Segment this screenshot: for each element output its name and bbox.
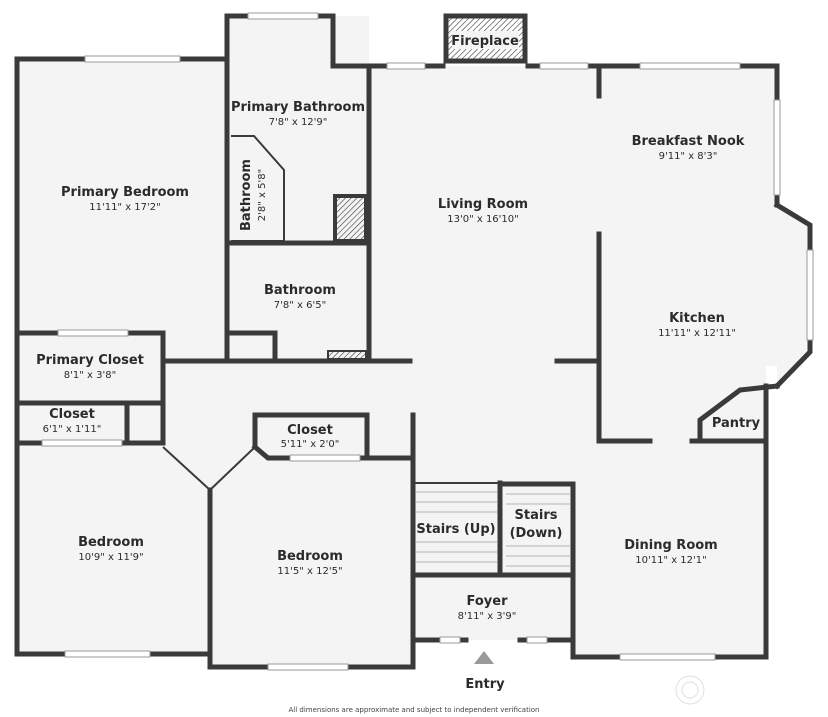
living-room-name: Living Room	[438, 197, 528, 212]
footer-disclaimer: All dimensions are approximate and subje…	[289, 706, 540, 714]
stairs-down-line2: (Down)	[510, 526, 563, 541]
bedroom-mid-dims: 11'5" x 12'5"	[277, 566, 342, 577]
primary-bathroom-name: Primary Bathroom	[231, 100, 365, 115]
dining-room-name: Dining Room	[624, 538, 717, 553]
pantry-name: Pantry	[712, 416, 761, 431]
windows	[41, 12, 814, 671]
small-bathroom-name: Bathroom	[239, 159, 254, 231]
closet-left-name: Closet	[49, 407, 95, 422]
bedroom-left-name: Bedroom	[78, 535, 144, 550]
bathroom-dims: 7'8" x 6'5"	[274, 300, 326, 311]
closet-mid-name: Closet	[287, 423, 333, 438]
primary-closet-name: Primary Closet	[36, 353, 144, 368]
foyer-name: Foyer	[467, 594, 509, 609]
stair-treads	[416, 491, 570, 567]
stairs-down-line1: Stairs	[515, 508, 558, 523]
floor-areas	[17, 16, 810, 667]
living-room-dims: 13'0" x 16'10"	[447, 214, 519, 225]
room-labels: Fireplace Primary Bathroom 7'8" x 12'9" …	[36, 34, 761, 714]
breakfast-nook-dims: 9'11" x 8'3"	[659, 151, 718, 162]
fireplace-label-bg	[452, 31, 519, 49]
primary-closet-dims: 8'1" x 3'8"	[64, 370, 116, 381]
closet-left-dims: 6'1" x 1'11"	[43, 424, 102, 435]
primary-bedroom-name: Primary Bedroom	[61, 185, 189, 200]
triangle-up-icon	[474, 651, 494, 664]
dining-room-dims: 10'11" x 12'1"	[635, 555, 707, 566]
foyer-dims: 8'11" x 3'9"	[458, 611, 517, 622]
entry-label: Entry	[465, 677, 505, 692]
fireplace-label: Fireplace	[451, 34, 519, 49]
bedroom-mid-name: Bedroom	[277, 549, 343, 564]
bedroom-left-dims: 10'9" x 11'9"	[78, 552, 143, 563]
closet-mid-dims: 5'11" x 2'0"	[281, 439, 340, 450]
kitchen-name: Kitchen	[669, 311, 725, 326]
breakfast-nook-name: Breakfast Nook	[632, 134, 745, 149]
watermark-logo-icon	[675, 675, 705, 705]
kitchen-dims: 11'11" x 12'11"	[658, 328, 736, 339]
primary-bedroom-dims: 11'11" x 17'2"	[89, 202, 161, 213]
primary-bathroom-dims: 7'8" x 12'9"	[269, 117, 328, 128]
stairs-up-name: Stairs (Up)	[416, 522, 495, 537]
small-bathroom-dims: 2'8" x 5'8"	[257, 169, 268, 221]
bathroom-name: Bathroom	[264, 283, 336, 298]
